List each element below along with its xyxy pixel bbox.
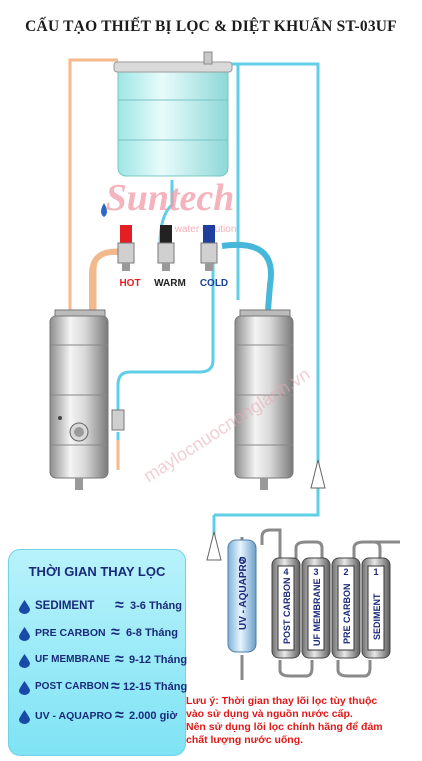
note-text: Lưu ý: Thời gian thay lõi lọc tùy thuộc … xyxy=(186,695,418,747)
schedule-item-time: 9-12 Tháng xyxy=(129,654,188,666)
note-line: vào sử dụng và nguồn nước cấp. xyxy=(186,708,353,720)
panel-title: THỜI GIAN THAY LỌC xyxy=(28,564,166,579)
approx-icon: ≈ xyxy=(115,651,124,668)
tap-label-hot: HOT xyxy=(119,278,140,289)
svg-text:3: 3 xyxy=(313,567,318,577)
page-title: CẤU TẠO THIẾT BỊ LỌC & DIỆT KHUẨN ST-03U… xyxy=(25,18,397,35)
cold-supply-tube xyxy=(221,241,274,311)
cold-water-tank xyxy=(234,309,294,490)
svg-text:Suntech: Suntech xyxy=(106,177,235,219)
suntech-logo: Suntech ... water solution xyxy=(101,177,236,235)
approx-icon: ≈ xyxy=(115,597,124,614)
water-drop-icon xyxy=(19,627,30,641)
hot-supply-tube xyxy=(89,248,119,310)
svg-text:SEDIMENT: SEDIMENT xyxy=(372,593,382,640)
water-drop-icon xyxy=(19,710,30,724)
pipe-valve xyxy=(111,409,125,431)
svg-text:5: 5 xyxy=(239,556,245,567)
flow-arrow-up-icon xyxy=(206,531,222,561)
schedule-item-time: 6-8 Tháng xyxy=(126,627,178,639)
svg-text:UF MEMBRANE: UF MEMBRANE xyxy=(312,579,322,647)
schedule-item-time: 2.000 giờ xyxy=(129,710,178,722)
note-line: Lưu ý: Thời gian thay lõi lọc tùy thuộc xyxy=(186,695,378,707)
approx-icon: ≈ xyxy=(111,624,120,641)
warm-tap[interactable] xyxy=(157,225,175,271)
hot-tap[interactable] xyxy=(117,225,135,271)
hot-water-tank xyxy=(49,309,109,490)
water-drop-icon xyxy=(19,600,30,614)
svg-text:... water solution: ... water solution xyxy=(164,224,237,235)
uv-cartridge: 5 UV - AQUAPRO xyxy=(227,539,257,653)
schedule-item-name: POST CARBON xyxy=(35,681,109,692)
flow-arrow-up-icon xyxy=(310,459,326,489)
water-drop-icon xyxy=(19,681,30,695)
svg-text:1: 1 xyxy=(373,567,378,577)
water-tank xyxy=(113,51,233,177)
cartridge-pre-carbon: 2 PRE CARBON xyxy=(331,557,361,659)
schedule-item-name: UF MEMBRANE xyxy=(35,654,110,665)
note-line: Nên sử dụng lõi lọc chính hãng để đảm xyxy=(186,721,383,733)
schedule-item-name: SEDIMENT xyxy=(35,600,95,612)
svg-text:POST CARBON: POST CARBON xyxy=(282,577,292,644)
schedule-row: UV - AQUAPRO ≈ 2.000 giờ xyxy=(19,707,185,728)
cartridge-sediment: 1 SEDIMENT xyxy=(361,557,391,659)
svg-text:4: 4 xyxy=(283,567,288,577)
schedule-row: POST CARBON ≈ 12-15 Tháng xyxy=(19,678,188,699)
schedule-item-name: PRE CARBON xyxy=(35,627,106,639)
svg-text:PRE CARBON: PRE CARBON xyxy=(342,583,352,644)
tap-label-cold: COLD xyxy=(200,278,228,289)
schedule-row: SEDIMENT ≈ 3-6 Tháng xyxy=(19,597,185,618)
filter-pipes xyxy=(240,528,400,680)
schedule-item-time: 3-6 Tháng xyxy=(130,600,182,612)
svg-text:UV - AQUAPRO: UV - AQUAPRO xyxy=(238,556,249,630)
svg-text:2: 2 xyxy=(343,567,348,577)
tap-label-warm: WARM xyxy=(154,278,186,289)
note-line: chất lượng nước uống. xyxy=(186,734,304,746)
cartridge-post-carbon: 4 POST CARBON xyxy=(271,557,301,659)
cartridge-uf-membrane: 3 UF MEMBRANE xyxy=(301,557,331,659)
water-drop-icon xyxy=(19,654,30,668)
schedule-row: PRE CARBON ≈ 6-8 Tháng xyxy=(19,624,185,645)
filter-replacement-panel: THỜI GIAN THAY LỌC SEDIMENT ≈ 3-6 Tháng … xyxy=(8,549,188,756)
approx-icon: ≈ xyxy=(115,707,124,724)
approx-icon: ≈ xyxy=(111,678,120,695)
schedule-row: UF MEMBRANE ≈ 9-12 Tháng xyxy=(19,651,188,672)
schedule-item-name: UV - AQUAPRO xyxy=(35,710,113,722)
cold-tap[interactable] xyxy=(200,225,218,271)
schedule-item-time: 12-15 Tháng xyxy=(123,681,188,693)
